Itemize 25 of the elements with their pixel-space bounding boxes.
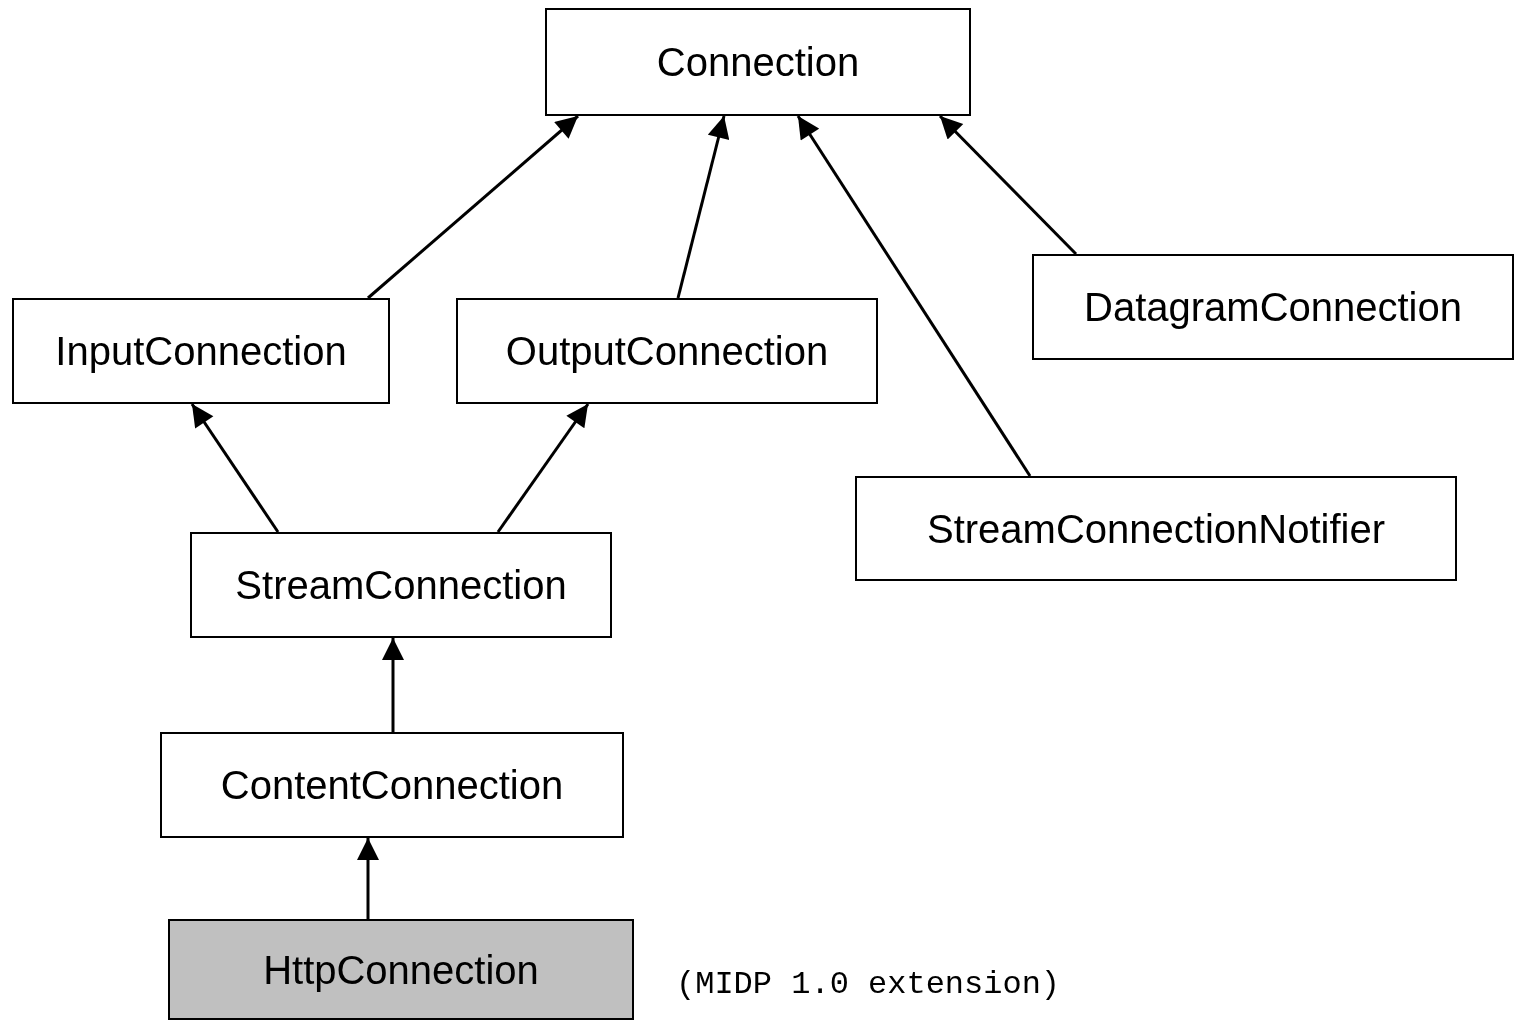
arrow bbox=[496, 403, 590, 533]
class-name: StreamConnection bbox=[235, 563, 567, 607]
arrow bbox=[190, 403, 280, 533]
arrow bbox=[382, 638, 404, 732]
class-name: InputConnection bbox=[55, 329, 347, 373]
class-box bbox=[160, 732, 624, 838]
class-box bbox=[168, 919, 634, 1020]
class-box bbox=[545, 8, 971, 116]
class-box bbox=[456, 298, 878, 404]
class-box bbox=[855, 476, 1457, 581]
arrow bbox=[938, 114, 1078, 256]
class-name: Connection bbox=[656, 40, 860, 84]
arrow bbox=[676, 115, 730, 299]
class-name: HttpConnection bbox=[263, 947, 539, 992]
arrow bbox=[796, 115, 1032, 477]
class-name: StreamConnectionNotifier bbox=[927, 506, 1385, 551]
class-name: ContentConnection bbox=[220, 763, 564, 807]
class-box bbox=[1032, 254, 1514, 360]
arrow bbox=[357, 838, 379, 919]
class-box bbox=[190, 532, 612, 638]
arrow bbox=[367, 114, 579, 300]
class-box bbox=[12, 298, 390, 404]
class-name: OutputConnection bbox=[505, 329, 829, 373]
note-text: (MIDP 1.0 extension) bbox=[676, 966, 1061, 1003]
class-name: DatagramConnection bbox=[1084, 285, 1462, 329]
